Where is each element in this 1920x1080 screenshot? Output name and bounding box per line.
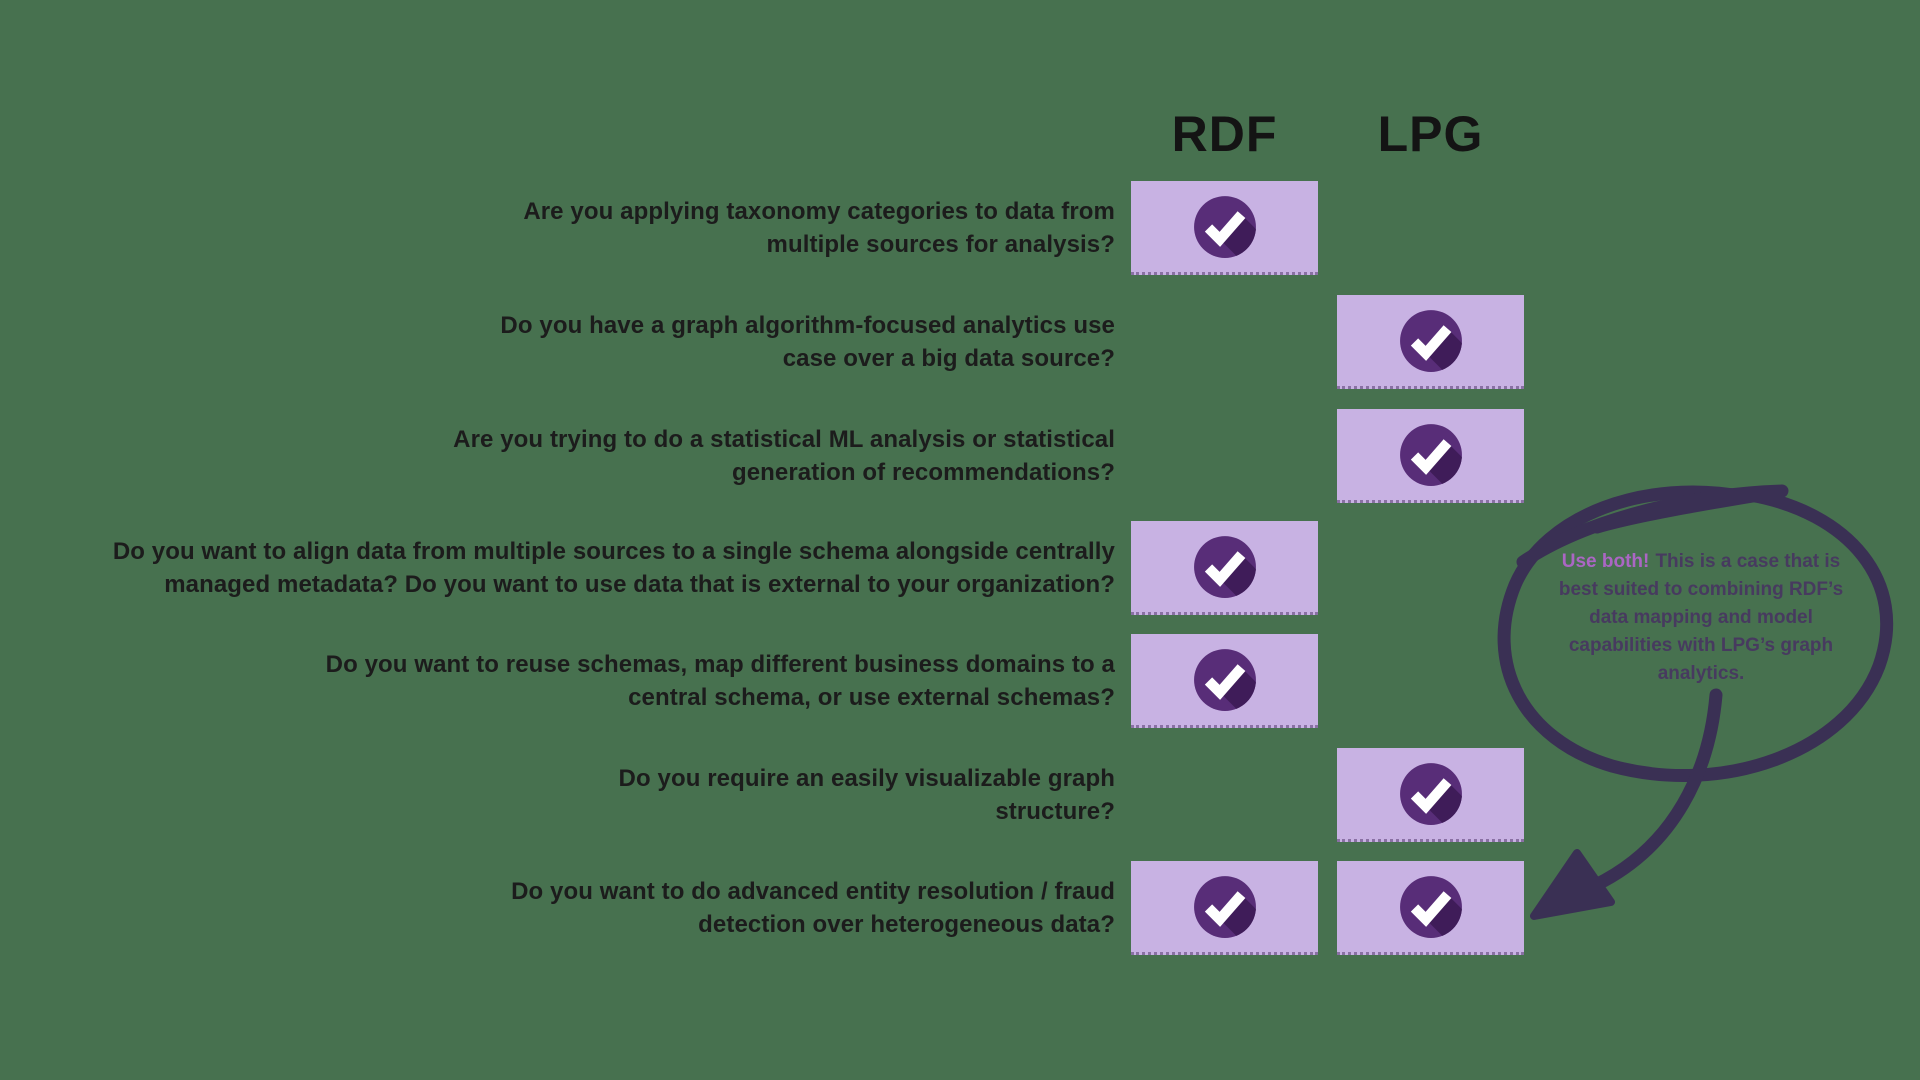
rdf-check-cell [1131,861,1318,955]
question-text: Do you want to do advanced entity resolu… [511,878,1115,938]
check-icon [1399,423,1462,486]
question-text: Are you trying to do a statistical ML an… [453,426,1115,486]
question-text: Do you require an easily visualizable gr… [618,765,1115,825]
question-text: Do you want to reuse schemas, map differ… [325,651,1115,711]
check-icon [1193,195,1256,258]
annotation-highlight: Use both! [1561,551,1650,572]
check-icon [1193,648,1256,711]
annotation-text: Use both!This is a case that is best sui… [1545,548,1857,688]
lpg-check-cell [1337,861,1524,955]
question-text: Are you applying taxonomy categories to … [523,198,1115,258]
decision-row: Do you have a graph algorithm-focused an… [0,295,1920,389]
lpg-check-cell [1337,409,1524,503]
question-text: Do you have a graph algorithm-focused an… [500,312,1115,372]
decision-row: Do you want to do advanced entity resolu… [0,861,1920,955]
rdf-check-cell [1131,634,1318,728]
check-icon [1399,875,1462,938]
rdf-check-cell [1131,181,1318,275]
annotation-body: This is a case that is best suited to co… [1558,551,1844,684]
check-icon [1399,762,1462,825]
decision-row: Do you want to reuse schemas, map differ… [0,634,1920,728]
column-header-lpg: LPG [1377,106,1484,162]
decision-row: Do you require an easily visualizable gr… [0,748,1920,842]
question-text: Do you want to align data from multiple … [112,538,1115,598]
decision-row: Do you want to align data from multiple … [0,521,1920,615]
rdf-check-cell [1131,521,1318,615]
check-icon [1399,309,1462,372]
column-header-rdf: RDF [1171,106,1278,162]
lpg-check-cell [1337,295,1524,389]
lpg-check-cell [1337,748,1524,842]
decision-row: Are you trying to do a statistical ML an… [0,409,1920,503]
decision-row: Are you applying taxonomy categories to … [0,181,1920,275]
check-icon [1193,875,1256,938]
check-icon [1193,535,1256,598]
